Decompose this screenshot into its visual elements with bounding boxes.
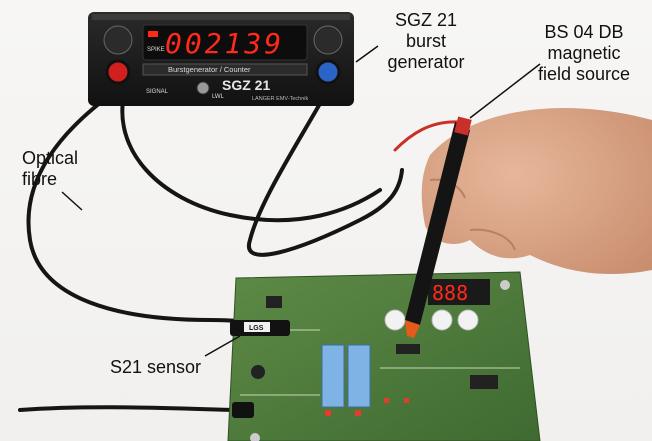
lwl-label: LWL (212, 94, 225, 100)
spike-indicator (148, 31, 158, 37)
board-power-cable (18, 405, 237, 412)
device-model: SGZ 21 (222, 77, 270, 93)
blue-jack (315, 59, 341, 85)
leader-optical (61, 191, 83, 211)
power-plug (232, 402, 254, 418)
maker-label: LANGER EMV-Technik (252, 96, 308, 102)
optical-fibre-cable-loop (120, 88, 382, 223)
leader-s21 (204, 335, 241, 357)
label-sgz21: SGZ 21 burst generator (387, 10, 465, 72)
sgz21-device: 002139 SPIKE Burstgenerator / Counter SG… (88, 12, 354, 106)
s21-sensor: LGS (230, 320, 290, 336)
right-dial (313, 25, 343, 55)
burst-cable-red-lead (393, 120, 462, 152)
signal-label: SIGNAL (146, 89, 169, 95)
hand (421, 107, 652, 275)
left-dial (103, 25, 133, 55)
leader-bs04db (469, 63, 541, 119)
burst-cable-black (246, 84, 404, 257)
relay-2 (347, 344, 371, 408)
board-display (428, 279, 490, 305)
led-display (142, 24, 308, 61)
sensor-tag: LGS (249, 325, 264, 332)
label-s21-sensor: S21 sensor (110, 357, 202, 377)
counter-display: 002139 (165, 27, 284, 60)
relay-1 (321, 344, 345, 408)
board-knob-2 (431, 309, 453, 331)
bs04db-probe (405, 116, 472, 338)
test-board: 888 (227, 271, 541, 441)
label-optical-fibre: Optical fibre (22, 148, 79, 189)
spike-label: SPIKE (147, 47, 165, 53)
label-bs04db: BS 04 DB magnetic field source (537, 22, 631, 84)
red-jack (105, 59, 131, 85)
leader-sgz21 (355, 45, 379, 63)
board-display-digits: 888 (432, 281, 468, 305)
panel-title: Burstgenerator / Counter (168, 65, 251, 74)
board-knob-3 (457, 309, 479, 331)
signal-switch (196, 81, 210, 95)
